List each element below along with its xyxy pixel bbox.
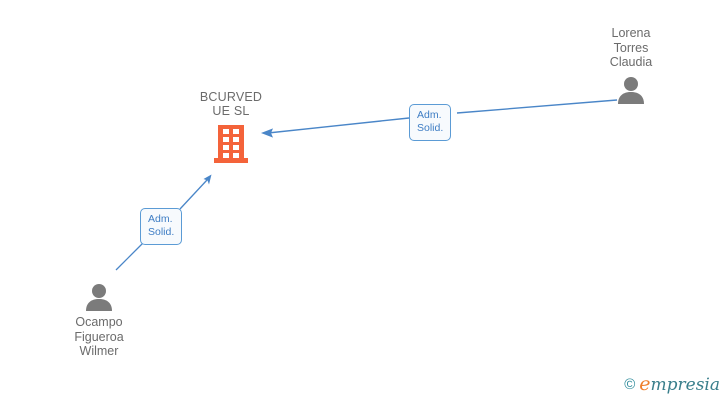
person-node-ocampo-figueroa-wilmer[interactable]: Ocampo Figueroa Wilmer — [39, 283, 159, 359]
edge-line-lorena-left — [267, 117, 410, 134]
relation-label-ocampo[interactable]: Adm. Solid. — [140, 208, 183, 245]
copyright-icon: © — [624, 376, 636, 393]
edge-line-ocampo-upper — [179, 179, 208, 210]
person-icon — [618, 76, 644, 104]
watermark: © empresia — [624, 375, 720, 394]
person-name-label: Lorena Torres Claudia — [609, 26, 653, 69]
building-icon — [214, 125, 248, 163]
brand-initial: e — [639, 373, 651, 395]
company-node[interactable]: BCURVED UE SL — [176, 90, 286, 164]
brand-name: empresia — [639, 375, 720, 394]
person-icon — [86, 284, 112, 311]
person-node-lorena-torres-claudia[interactable]: Lorena Torres Claudia — [571, 26, 691, 104]
company-name-label: BCURVED UE SL — [199, 90, 263, 118]
person-name-label: Ocampo Figueroa Wilmer — [74, 315, 124, 358]
relation-label-lorena[interactable]: Adm. Solid. — [409, 104, 452, 141]
brand-rest: mpresia — [650, 375, 721, 395]
edge-arrowhead-ocampo — [203, 174, 212, 185]
